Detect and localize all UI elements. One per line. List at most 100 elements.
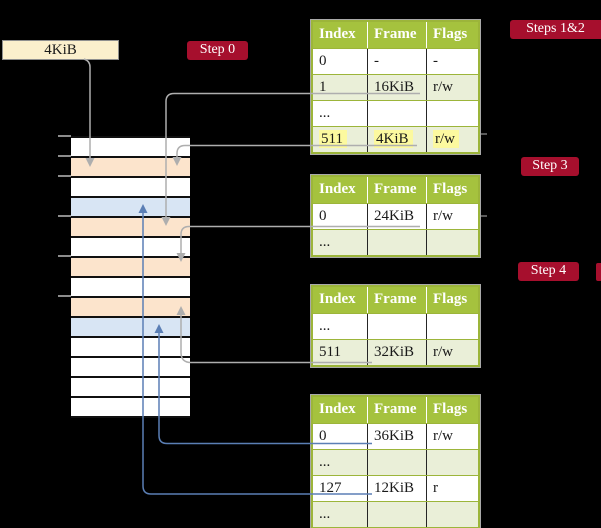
table-cell: 0: [313, 424, 367, 449]
table-cell: 0: [313, 49, 367, 74]
memory-row-white: [71, 358, 190, 378]
cell-text: 16KiB: [374, 79, 415, 95]
memory-row-blue: [71, 198, 190, 218]
table-cell: -: [367, 49, 426, 74]
table-cell: r/w: [426, 204, 478, 229]
cell-text: 0: [319, 208, 327, 224]
column-header-index: Index: [319, 401, 356, 417]
table-cell: [367, 230, 426, 255]
cell-text: ...: [319, 454, 331, 470]
table-cell: [426, 230, 478, 255]
table-cell: [367, 314, 426, 339]
cell-text: 511: [319, 130, 347, 148]
cell-text: 0: [319, 428, 327, 444]
tick-mark: [58, 215, 71, 217]
column-header-frame: Frame: [367, 177, 426, 203]
cell-text: r/w: [433, 208, 453, 224]
cell-text: r/w: [433, 130, 459, 148]
table-cell: [367, 502, 426, 527]
table-cell: 511: [313, 340, 367, 365]
memory-row-white: [71, 138, 190, 158]
step-4-label: Step 4: [518, 262, 579, 281]
cell-text: ...: [319, 506, 331, 522]
column-header-frame: Frame: [367, 22, 426, 48]
table-row: 127 12KiB r: [313, 475, 478, 501]
table-cell: 127: [313, 476, 367, 501]
table-cell: 16KiB: [367, 75, 426, 100]
table-cell: ...: [313, 101, 367, 126]
table-cell: 4KiB: [367, 127, 426, 152]
memory-row-white: [71, 178, 190, 198]
table-row: 0 36KiB r/w: [313, 423, 478, 449]
cell-text: -: [374, 53, 379, 69]
steps-1-2-label: Steps 1&2: [510, 20, 601, 39]
table-cell: r/w: [426, 127, 478, 152]
table-cell: ...: [313, 230, 367, 255]
arrow-stub: [481, 215, 487, 217]
table-row: 1 16KiB r/w: [313, 74, 478, 100]
table-cell: r/w: [426, 424, 478, 449]
table-cell: 12KiB: [367, 476, 426, 501]
table-row: ...: [313, 449, 478, 475]
table-row: 0 - -: [313, 48, 478, 74]
tick-mark: [58, 255, 71, 257]
cell-text: r: [433, 480, 438, 496]
table-cell: [367, 101, 426, 126]
cell-text: -: [433, 53, 438, 69]
physical-memory-column: [71, 136, 190, 418]
table-cell: 0: [313, 204, 367, 229]
cell-text: 0: [319, 53, 327, 69]
column-header-flags: Flags: [426, 22, 478, 48]
memory-row-white: [71, 238, 190, 258]
cell-text: ...: [319, 105, 331, 121]
table-cell: [426, 101, 478, 126]
table-cell: ...: [313, 502, 367, 527]
table-row: 511 32KiB r/w: [313, 339, 478, 365]
table-cell: [426, 502, 478, 527]
table-row: ...: [313, 313, 478, 339]
table-row: ...: [313, 229, 478, 255]
cell-text: r/w: [433, 428, 453, 444]
table-cell: 36KiB: [367, 424, 426, 449]
table-row: ...: [313, 501, 478, 527]
cell-text: 24KiB: [374, 208, 415, 224]
table-cell: r/w: [426, 340, 478, 365]
step-0-label: Step 0: [187, 41, 248, 60]
column-header-index: Index: [319, 26, 356, 42]
table-cell: [426, 314, 478, 339]
table-cell: r/w: [426, 75, 478, 100]
column-header-flags: Flags: [426, 397, 478, 423]
table-cell: [426, 450, 478, 475]
cell-text: 4KiB: [374, 130, 413, 148]
cell-text: ...: [319, 318, 331, 334]
cropped-label-fragment: [596, 263, 601, 281]
cell-text: r/w: [433, 344, 453, 360]
memory-row-white: [71, 398, 190, 418]
memory-row-peach: [71, 158, 190, 178]
table-cell: -: [426, 49, 478, 74]
frame-size-box: 4KiB: [2, 40, 119, 60]
memory-row-white: [71, 338, 190, 358]
cell-text: 32KiB: [374, 344, 415, 360]
cell-text: 1: [319, 79, 327, 95]
cell-text: r/w: [433, 79, 453, 95]
cell-text: 12KiB: [374, 480, 415, 496]
table-row: 511 4KiB r/w: [313, 126, 478, 152]
cell-text: 511: [319, 344, 341, 360]
step-3-label: Step 3: [521, 157, 579, 176]
table-cell: 24KiB: [367, 204, 426, 229]
memory-row-peach: [71, 218, 190, 238]
tick-mark: [58, 175, 71, 177]
column-header-frame: Frame: [367, 397, 426, 423]
table-row: ...: [313, 100, 478, 126]
memory-row-white: [71, 378, 190, 398]
table-row: 0 24KiB r/w: [313, 203, 478, 229]
